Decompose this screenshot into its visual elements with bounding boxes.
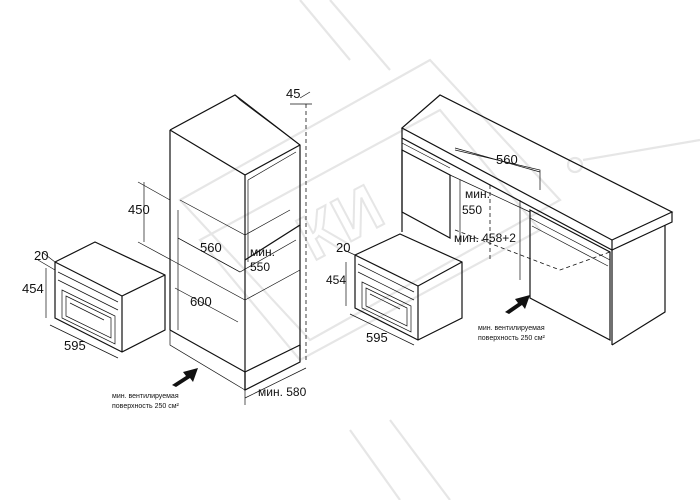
right-vent-note-line2: поверхность 250 см²: [478, 335, 546, 342]
left-dim-oven-height: 454: [22, 281, 44, 296]
dim-cabinet-width: 600: [190, 294, 212, 309]
left-vent-note-line2: поверхность 250 см²: [112, 403, 180, 410]
dim-niche-depth-min: мин.: [250, 245, 275, 259]
left-dimensions: 45 450 560 мин. 550 600 мин. 580: [128, 86, 312, 405]
left-oven: [54, 241, 166, 353]
tall-cabinet: [169, 94, 301, 391]
right-dimensions: 560 мин. 550 мин. 458+2: [454, 147, 541, 245]
left-dim-oven-width: 595: [64, 338, 86, 353]
right-vent: мин. вентилируемая поверхность 250 см²: [478, 295, 546, 342]
right-dim-oven-gap: 20: [336, 240, 350, 255]
left-vent-note-line1: мин. вентилируемая: [112, 393, 179, 400]
right-airflow-arrow: [505, 295, 530, 314]
right-dim-depth-min: мин.: [465, 187, 490, 201]
right-dim-height-min: мин. 458+2: [454, 231, 516, 245]
svg-text:КИ: КИ: [286, 171, 395, 275]
dim-top-depth: 45: [286, 86, 300, 101]
left-airflow-arrow: [172, 368, 198, 387]
right-dim-depth-val: 550: [462, 203, 482, 217]
right-dim-oven-width: 595: [366, 330, 388, 345]
dim-niche-depth-val: 550: [250, 260, 270, 274]
right-vent-note-line1: мин. вентилируемая: [478, 325, 545, 332]
right-oven-dimensions: 20 454 595: [326, 240, 415, 346]
left-oven-dimensions: 20 454 595: [22, 248, 119, 359]
base-cabinet: [400, 94, 674, 346]
dim-min-height: мин. 580: [258, 385, 307, 399]
left-dim-oven-gap: 20: [34, 248, 48, 263]
dim-niche-height: 450: [128, 202, 150, 217]
right-oven: [354, 233, 463, 341]
dim-niche-width: 560: [200, 240, 222, 255]
right-dim-oven-height: 454: [326, 273, 346, 287]
left-vent: мин. вентилируемая поверхность 250 см²: [112, 368, 198, 410]
right-dim-width: 560: [496, 152, 518, 167]
